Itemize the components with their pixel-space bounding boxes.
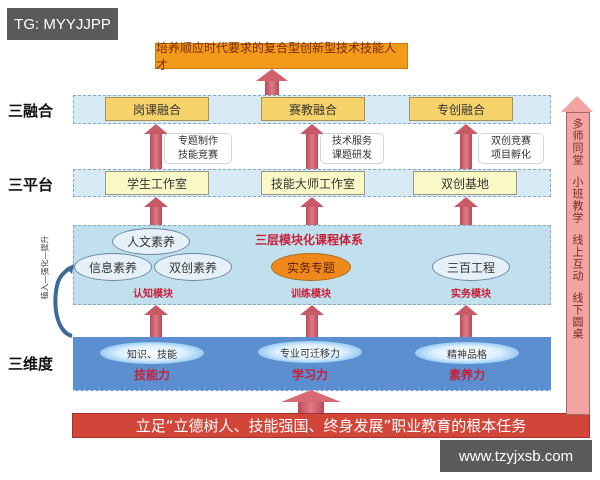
ellipse-practice-topic: 实务专题: [271, 253, 351, 281]
curved-arrow-icon: [53, 264, 74, 338]
arrow-up-icon: [144, 124, 168, 170]
arrow-up-icon: [454, 305, 478, 338]
dimension-ellipse-transferable: 专业可迁移力: [258, 341, 362, 363]
fusion-item-job-course: 岗课融合: [105, 97, 209, 121]
side-arrow-teaching-methods: 多师同堂 小班教学 线上互动 线下圆桌: [561, 96, 593, 415]
note-line: 技术服务: [332, 135, 372, 147]
watermark-bottom-right: www.tzyjxsb.com: [440, 440, 592, 472]
ellipse-humanities: 人文素养: [112, 228, 190, 255]
fusion-item-specialty-innovation: 专创融合: [409, 97, 513, 121]
arrow-up-icon: [454, 197, 478, 226]
side-phrase: 多师同堂: [571, 118, 584, 166]
ellipse-innovation: 双创素养: [154, 253, 232, 281]
dimension-label-skill: 技能力: [133, 368, 170, 382]
platform-item-innovation-base: 双创基地: [413, 171, 517, 195]
dimension-ellipse-knowledge-skill: 知识、技能: [100, 342, 204, 364]
fusion-item-competition-teaching: 赛教融合: [261, 97, 365, 121]
platform-item-master-studio: 技能大师工作室: [261, 171, 365, 195]
watermark-top-left: TG: MYYJJPP: [7, 8, 118, 40]
side-phrase: 线下圆桌: [571, 292, 584, 340]
practice-module-label: 实务模块: [451, 289, 491, 300]
arrow-up-icon: [300, 197, 324, 226]
arrow-up-icon: [300, 124, 324, 170]
arrow-up-icon: [144, 197, 168, 226]
row-label-dimension: 三维度: [8, 355, 54, 373]
dimension-ellipse-character: 精神品格: [415, 342, 519, 364]
cognitive-module-label: 认知模块: [133, 289, 173, 300]
row-label-platform: 三平台: [8, 176, 54, 194]
arrow-up-icon: [256, 69, 288, 96]
dimension-label-learning: 学习力: [291, 368, 328, 382]
note-box: 专题制作 技能竞赛: [164, 133, 232, 164]
note-line: 课题研发: [332, 149, 372, 161]
note-line: 双创竞赛: [491, 135, 531, 147]
goal-box: 培养顺应时代要求的复合型创新型技术技能人才: [155, 41, 408, 72]
note-line: 专题制作: [178, 135, 218, 147]
arrow-up-icon: [300, 305, 324, 338]
foundation-bar: 立足“立德树人、技能强国、终身发展”职业教育的根本任务: [72, 413, 590, 438]
note-line: 技能竞赛: [178, 149, 218, 161]
course-system-title: 三层模块化课程体系: [255, 233, 364, 247]
ellipse-three-hundred-project: 三百工程: [432, 253, 510, 281]
ellipse-information: 信息素养: [74, 253, 152, 281]
arrow-up-icon: [144, 305, 168, 338]
side-note-implant-strengthen-improve: 植入—强化—提升: [40, 235, 50, 300]
platform-item-student-studio: 学生工作室: [105, 171, 209, 195]
arrow-up-icon: [454, 124, 478, 170]
dimension-label-literacy: 素养力: [448, 368, 485, 382]
row-label-fusion: 三融合: [8, 102, 54, 120]
side-phrase: 小班教学: [571, 176, 584, 224]
note-box: 技术服务 课题研发: [320, 133, 384, 164]
note-line: 项目孵化: [491, 149, 531, 161]
side-phrase: 线上互动: [571, 234, 584, 282]
training-module-label: 训练模块: [291, 289, 331, 300]
arrow-up-icon: [281, 390, 341, 416]
note-box: 双创竞赛 项目孵化: [478, 133, 544, 164]
